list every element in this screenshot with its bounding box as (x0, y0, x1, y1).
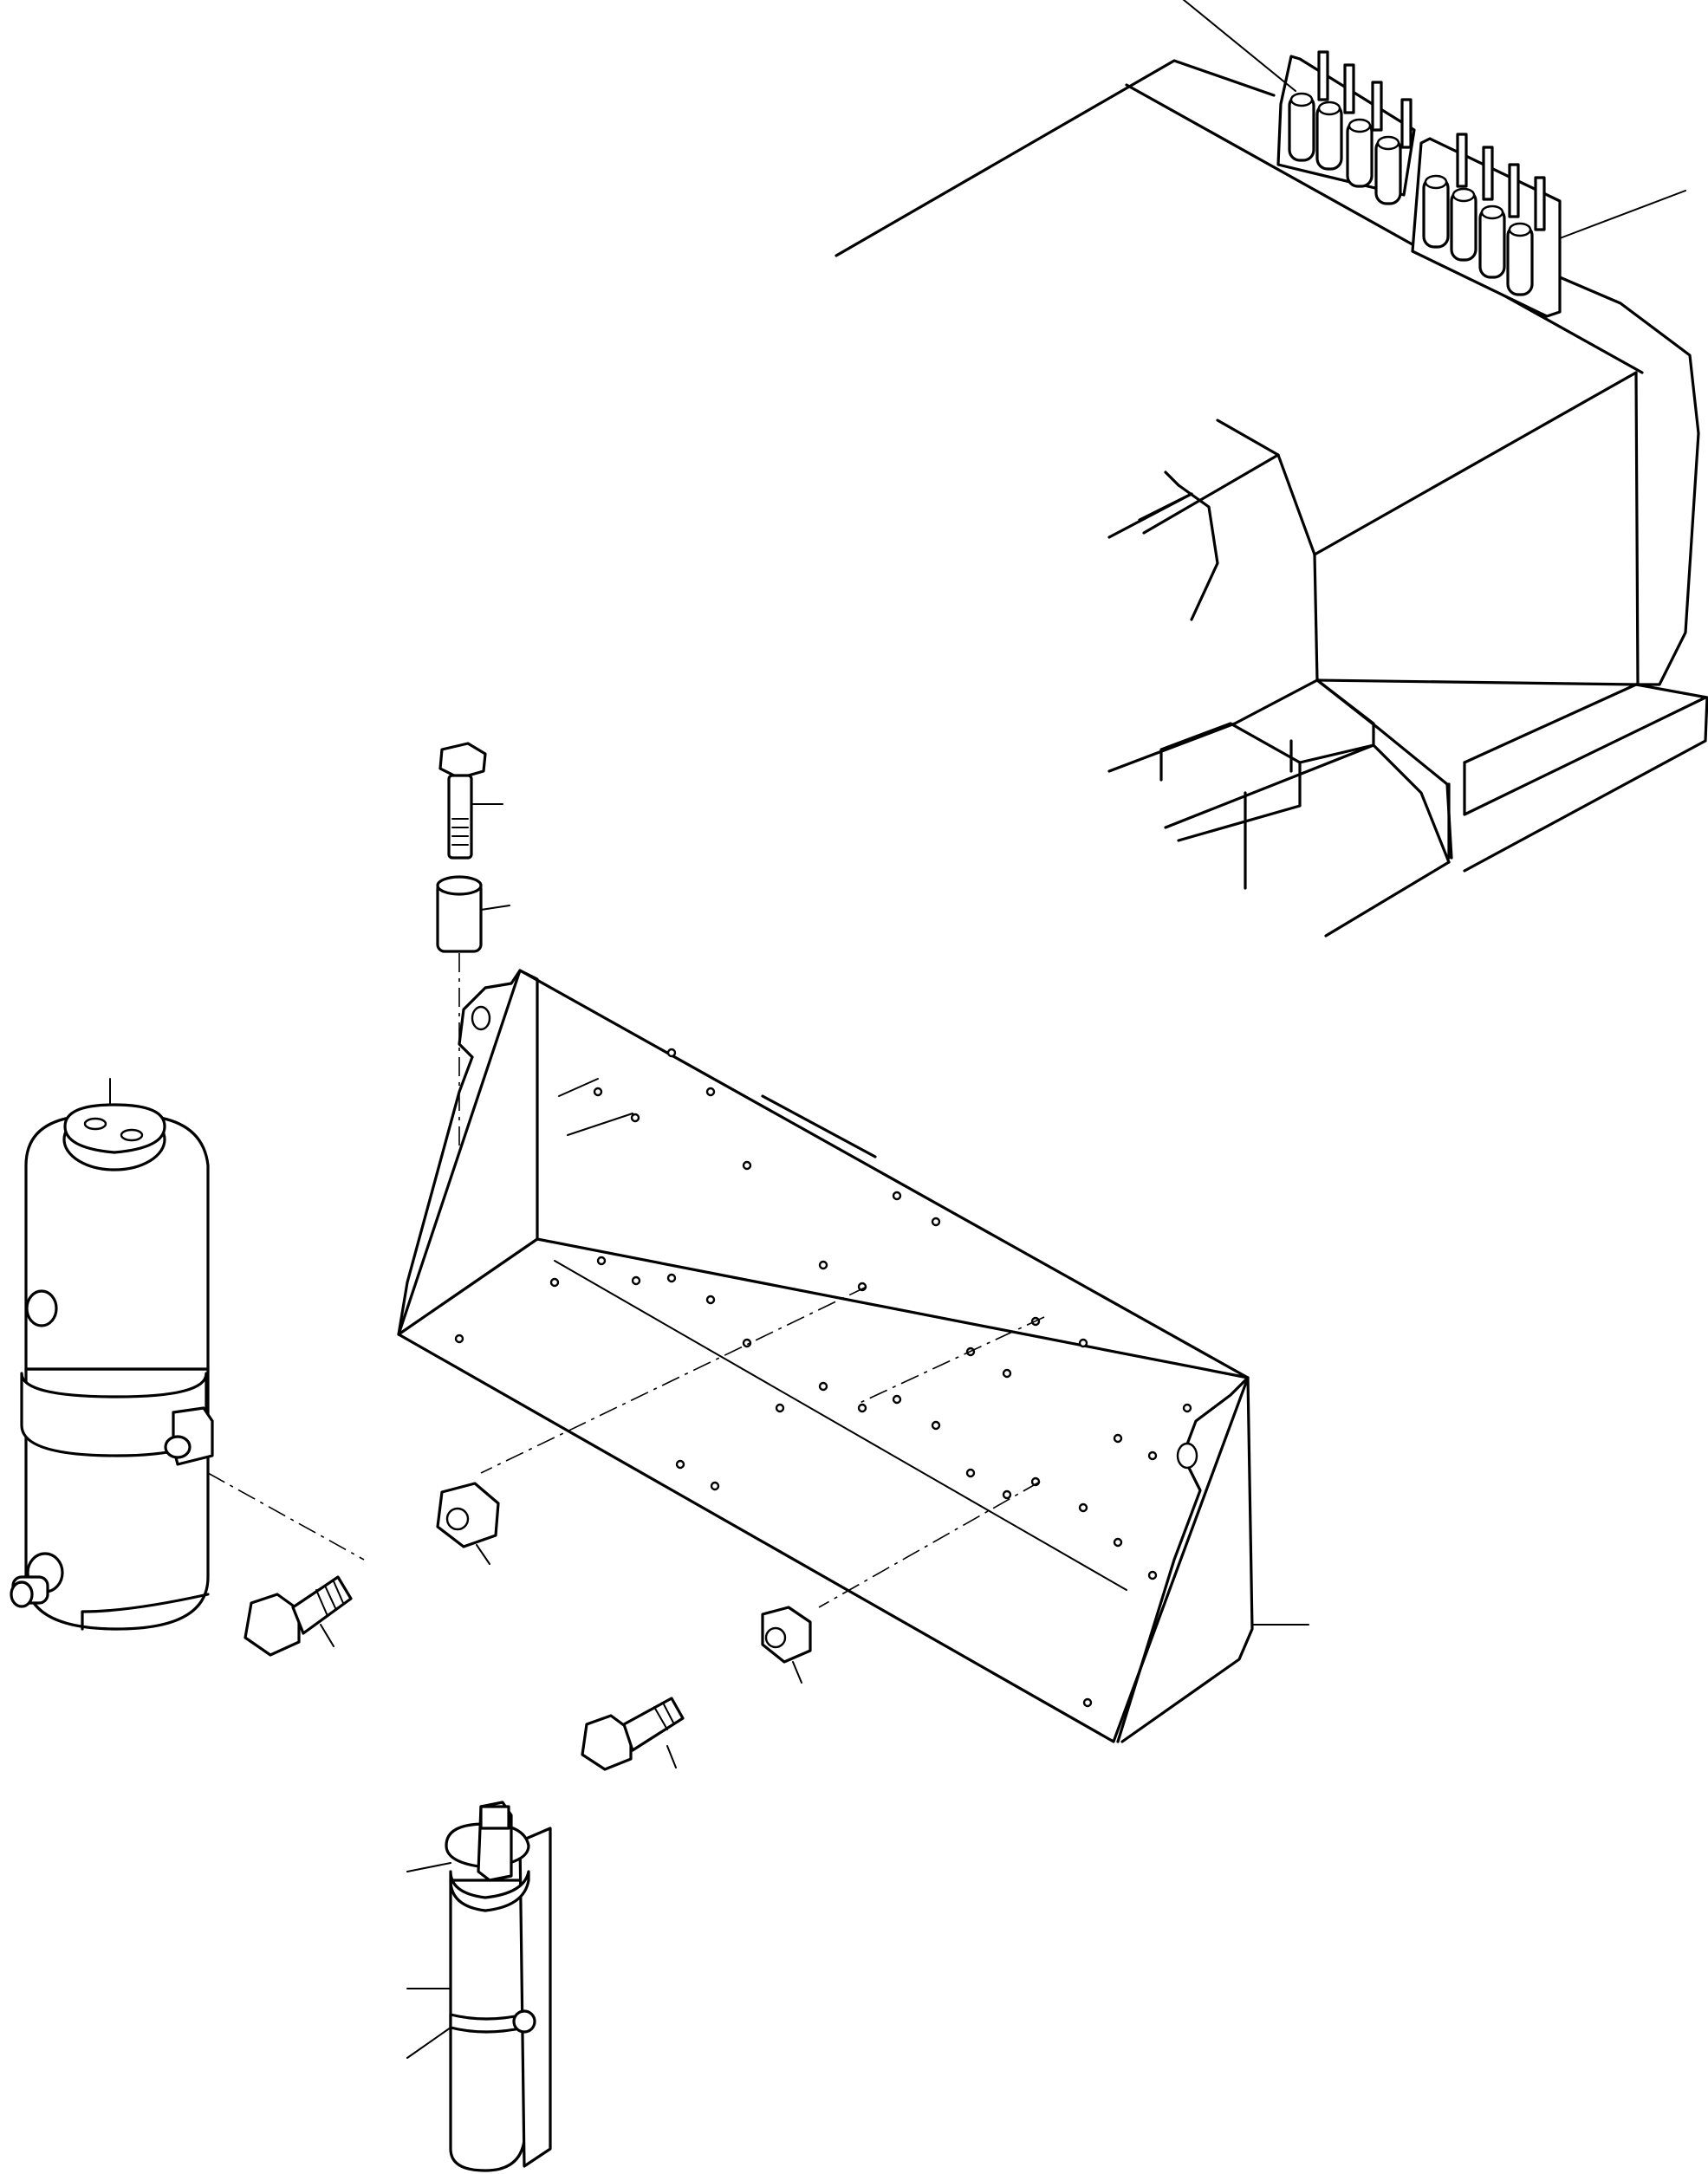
tank-fitting (10, 1552, 64, 1608)
bolt-2 (581, 1697, 685, 1771)
cylinder-tank (10, 1078, 214, 1631)
connector-block-right (1411, 133, 1686, 318)
connector-block-left (1182, 0, 1416, 205)
tray-centerline-1 (480, 1286, 867, 1474)
bolt-1 (244, 1575, 353, 1657)
nut-2 (761, 1606, 812, 1684)
vertical-bolt (438, 742, 503, 860)
tray (397, 969, 1309, 1743)
machine-body (835, 59, 1708, 938)
nut-1 (436, 1482, 500, 1565)
tank-clamp (164, 1406, 214, 1466)
small-cylinder (406, 1801, 552, 2172)
spacer-sleeve (436, 875, 510, 953)
tray-holes (454, 1048, 1192, 1708)
tray-centerline-3 (818, 1481, 1041, 1608)
tank-centerline (207, 1472, 365, 1561)
